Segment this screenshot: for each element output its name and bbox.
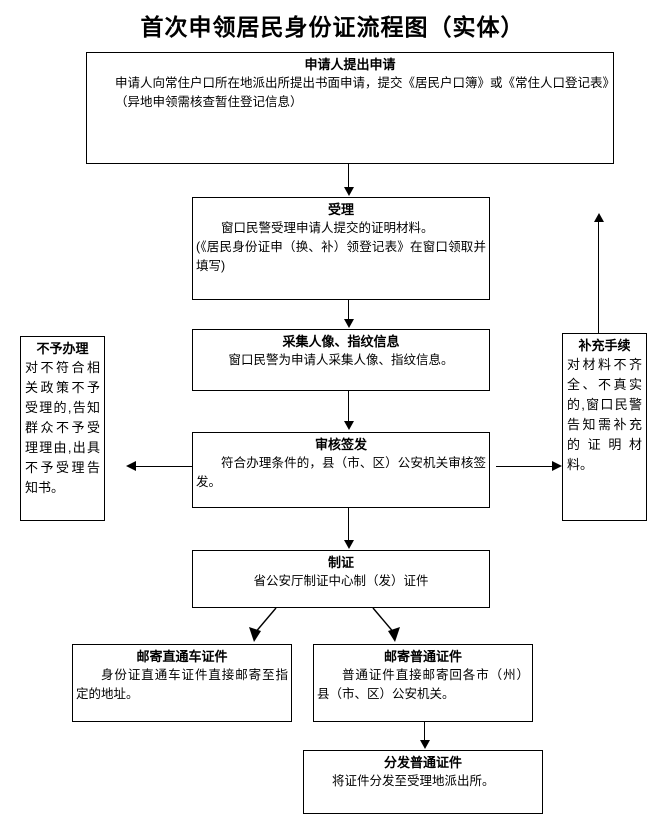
node-review-line1: 符合办理条件的，县（市、区）公安机关审核签发。 (196, 456, 486, 489)
node-produce-heading: 制证 (327, 555, 354, 570)
node-supplement: 补充手续 对材料不齐全、不真实的,窗口民警告知需补充的证明材料。 (562, 333, 647, 521)
node-accept-heading: 受理 (327, 202, 354, 217)
connector-review-produce-line (348, 508, 349, 540)
connector-supplement-accept-arrow (594, 213, 604, 222)
node-apply-line2: （异地申领需核查暂住登记信息） (115, 95, 303, 109)
node-review-heading: 审核签发 (314, 437, 367, 452)
connector-produce-mailnormal (372, 607, 400, 642)
connector-collect-review-line (348, 391, 349, 421)
connector-produce-mailexpress (249, 607, 277, 642)
node-reject: 不予办理 对不符合相关政策不予受理的,告知群众不予受理理由,出具不予受理告知书。 (20, 336, 105, 521)
node-apply-heading: 申请人提出申请 (304, 57, 396, 72)
node-produce: 制证 省公安厅制证中心制（发）证件 (192, 550, 490, 608)
node-apply-line1: 申请人向常住户口所在地派出所提出书面申请，提交《居民户口簿》或《常住人口登记表》 (115, 76, 616, 90)
node-mail-express: 邮寄直通车证件 身份证直通车证件直接邮寄至指定的地址。 (72, 644, 292, 722)
connector-review-supplement-arrow (552, 461, 562, 471)
connector-collect-review-arrow (344, 421, 354, 430)
connector-supplement-accept-line (598, 222, 599, 333)
node-accept-line2: (《居民身份证申（换、补）领登记表》在窗口领取并填写) (196, 240, 486, 273)
page-title: 首次申领居民身份证流程图（实体） (140, 14, 525, 41)
connector-mailnormal-distribute-arrow (420, 740, 430, 749)
node-mail-express-line1: 身份证直通车证件直接邮寄至指定的地址。 (76, 668, 288, 701)
node-collect-line1: 窗口民警为申请人采集人像、指纹信息。 (228, 353, 454, 367)
node-mail-normal-heading: 邮寄普通证件 (383, 649, 462, 664)
connector-review-reject-arrow (126, 461, 136, 471)
node-produce-line1: 省公安厅制证中心制（发）证件 (253, 574, 429, 588)
node-supplement-heading: 补充手续 (578, 338, 631, 353)
node-mail-normal-line1: 普通证件直接邮寄回各市（州）县（市、区）公安机关。 (317, 668, 529, 701)
node-reject-heading: 不予办理 (36, 341, 89, 356)
node-collect-heading: 采集人像、指纹信息 (282, 334, 400, 349)
connector-review-supplement-line (496, 466, 552, 467)
node-distribute: 分发普通证件 将证件分发至受理地派出所。 (303, 750, 543, 814)
connector-review-reject-line (136, 466, 192, 467)
connector-apply-accept-line (348, 164, 349, 187)
node-distribute-heading: 分发普通证件 (383, 755, 462, 770)
node-supplement-line1: 对材料不齐全、不真实的,窗口民警告知需补充的证明材料。 (567, 357, 642, 472)
node-review: 审核签发 符合办理条件的，县（市、区）公安机关审核签发。 (192, 432, 490, 508)
connector-mailnormal-distribute-line (424, 722, 425, 740)
node-distribute-line1: 将证件分发至受理地派出所。 (332, 774, 495, 788)
connector-accept-collect-arrow (344, 319, 354, 328)
node-mail-express-heading: 邮寄直通车证件 (136, 649, 228, 664)
node-accept-line1: 窗口民警受理申请人提交的证明材料。 (221, 221, 434, 235)
node-collect: 采集人像、指纹信息 窗口民警为申请人采集人像、指纹信息。 (192, 329, 490, 391)
connector-apply-accept-arrow (344, 187, 354, 196)
node-reject-line1: 对不符合相关政策不予受理的,告知群众不予受理理由,出具不予受理告知书。 (25, 360, 100, 495)
node-mail-normal: 邮寄普通证件 普通证件直接邮寄回各市（州）县（市、区）公安机关。 (313, 644, 533, 722)
node-apply: 申请人提出申请 申请人向常住户口所在地派出所提出书面申请，提交《居民户口簿》或《… (86, 52, 616, 164)
node-accept: 受理 窗口民警受理申请人提交的证明材料。 (《居民身份证申（换、补）领登记表》在… (192, 197, 490, 300)
connector-review-produce-arrow (344, 540, 354, 549)
connector-accept-collect-line (348, 300, 349, 319)
